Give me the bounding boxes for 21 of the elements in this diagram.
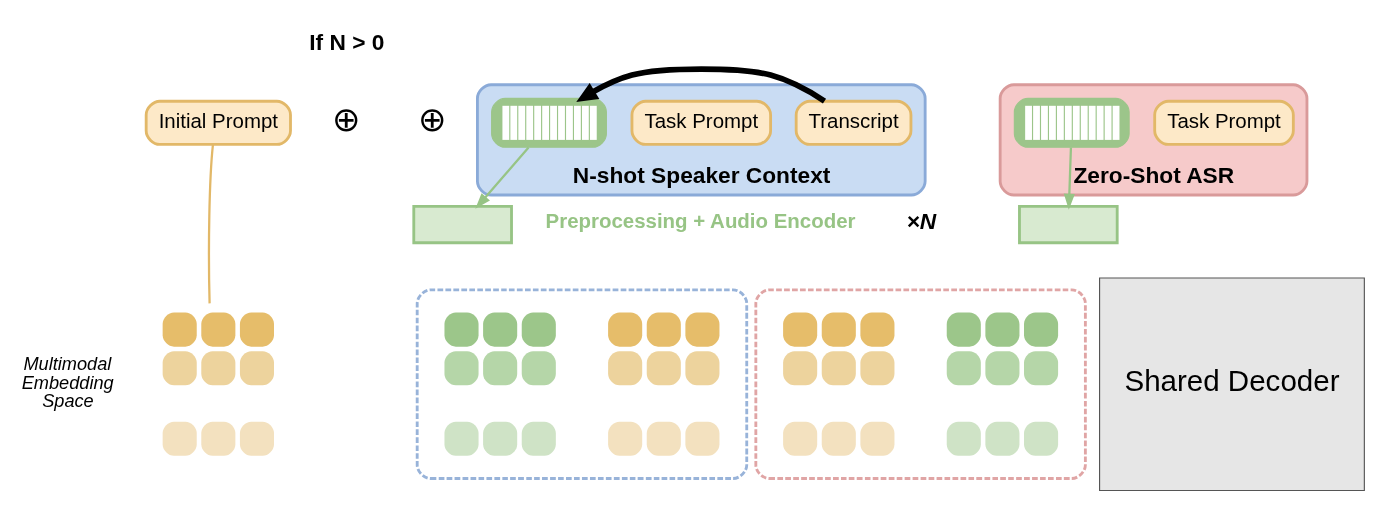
node-trapezoid xyxy=(412,204,513,245)
node-label: ×N xyxy=(906,208,937,235)
node-box: Initial Prompt xyxy=(144,99,292,146)
arrow xyxy=(1063,147,1075,210)
label: ⊕ xyxy=(418,100,447,139)
node-box: Task Prompt xyxy=(1153,99,1295,146)
label: ⊕ xyxy=(331,100,360,139)
label: Multimodal Embedding Space xyxy=(21,354,114,411)
node-picture xyxy=(491,97,607,148)
label: If N > 0 xyxy=(309,28,385,55)
node-box: Task Prompt xyxy=(630,99,772,146)
cluster xyxy=(754,288,1087,480)
node-box: Transcript xyxy=(794,99,913,146)
cluster xyxy=(415,288,749,480)
label: Preprocessing + Audio Encoder xyxy=(545,209,856,233)
node-box: Shared Decoder xyxy=(1099,277,1365,491)
arrow xyxy=(576,66,827,104)
connector xyxy=(207,144,215,304)
node-picture xyxy=(1013,97,1130,148)
arrow xyxy=(475,146,530,209)
node-trapezoid xyxy=(1018,204,1119,245)
